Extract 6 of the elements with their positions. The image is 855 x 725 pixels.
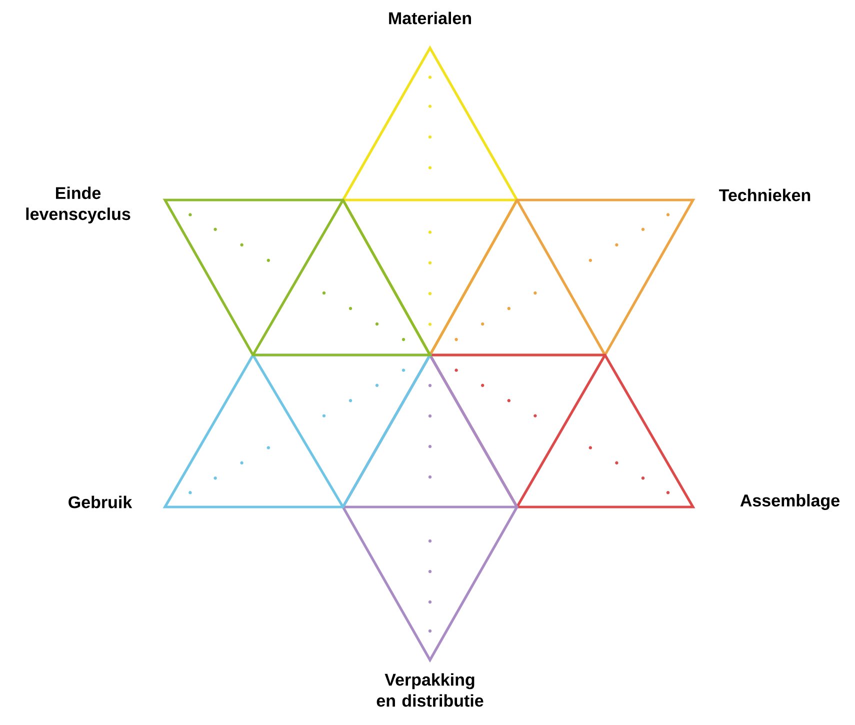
segment-label: Technieken	[719, 188, 810, 202]
segment-label: Verpakking en distributie	[376, 673, 484, 707]
segment-label: Assemblage	[740, 494, 840, 510]
segment-label: Materialen	[389, 12, 471, 24]
segment-label: Einde levenscyclus	[26, 186, 130, 224]
segment-label: Gebruik	[68, 496, 132, 508]
